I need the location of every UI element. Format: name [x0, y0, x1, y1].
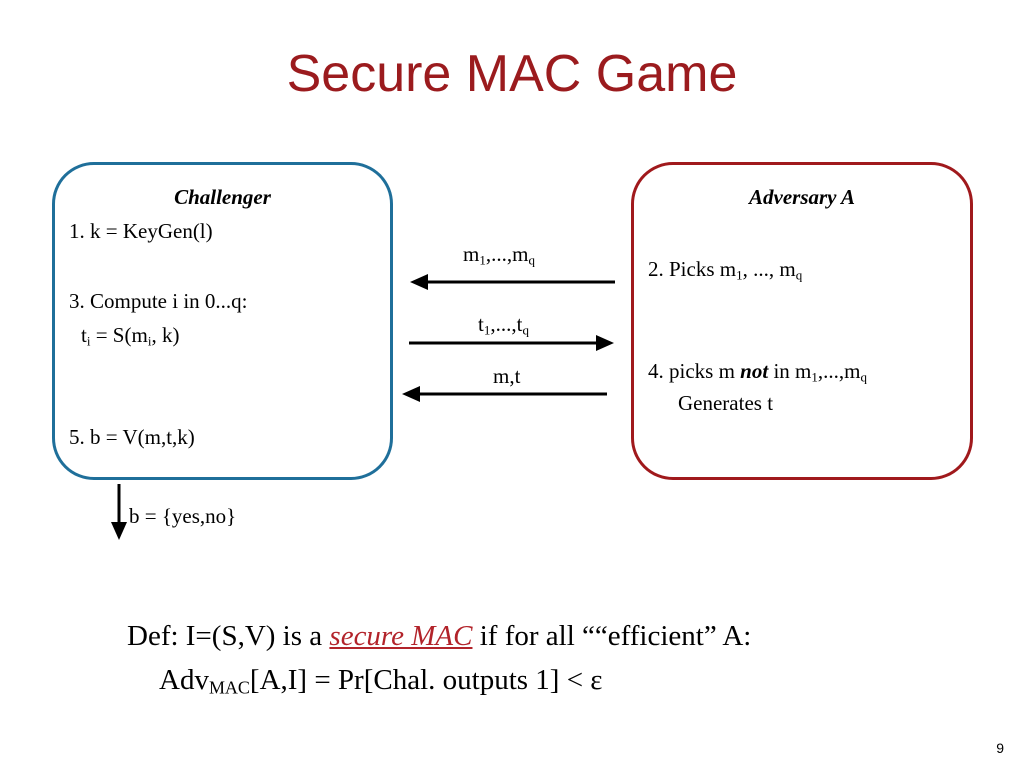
challenger-step-3: 3. Compute i in 0...q:: [69, 289, 248, 313]
definition-line-1: Def: I=(S,V) is a secure MAC if for all …: [127, 620, 752, 652]
arrow-output-down: [111, 484, 127, 540]
challenger-step-5: 5. b = V(m,t,k): [69, 425, 195, 449]
arrow-m-to-challenger: [410, 274, 615, 290]
output-label: b = {yes,no}: [129, 504, 237, 528]
adversary-step-4-generates: Generates t: [678, 391, 774, 415]
message-m-label: m1,...,mq: [463, 242, 535, 268]
challenger-step-3-formula: ti = S(mi, k): [81, 323, 180, 349]
challenger-step-1: 1. k = KeyGen(l): [69, 219, 213, 243]
adversary-box: Adversary A 2. Picks m1, ..., mq 4. pick…: [631, 162, 973, 480]
adversary-step-4: 4. picks m not in m1,...,mq: [648, 359, 867, 385]
adversary-step-2: 2. Picks m1, ..., mq: [648, 257, 803, 283]
definition-line-2: AdvMAC[A,I] = Pr[Chal. outputs 1] < ε: [159, 664, 603, 698]
slide-title: Secure MAC Game: [286, 45, 738, 103]
secure-mac-term: secure MAC: [329, 620, 473, 652]
challenger-heading: Challenger: [174, 185, 271, 209]
challenger-box: Challenger 1. k = KeyGen(l) 3. Compute i…: [52, 162, 393, 480]
arrow-mt-to-challenger: [402, 386, 607, 402]
message-mt-label: m,t: [493, 364, 521, 388]
arrow-t-to-adversary: [409, 335, 614, 351]
adversary-heading: Adversary A: [749, 185, 855, 209]
message-t-label: t1,...,tq: [478, 312, 529, 338]
page-number: 9: [996, 740, 1004, 756]
